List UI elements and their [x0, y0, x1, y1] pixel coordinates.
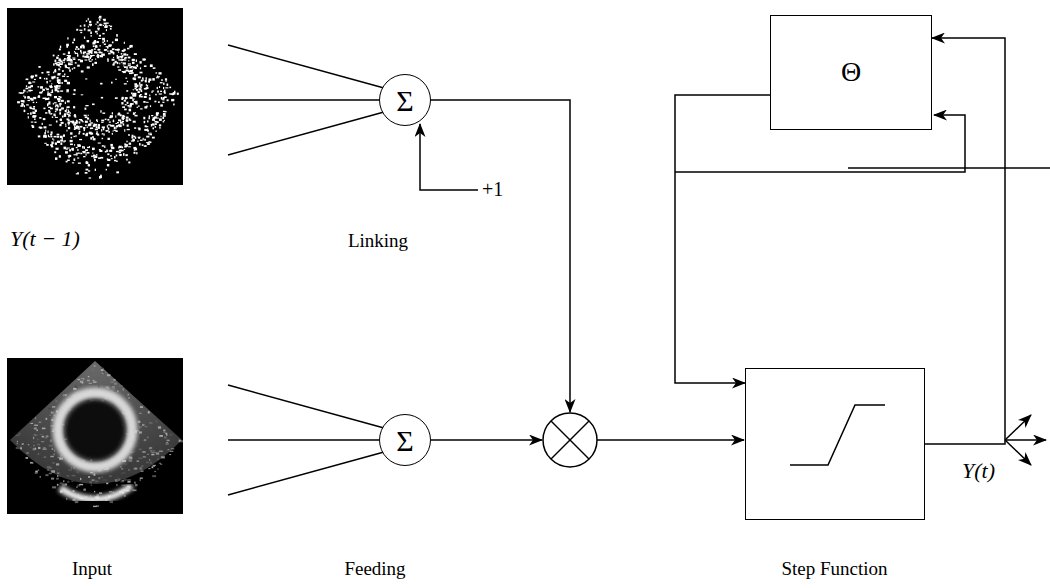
- threshold-box: Θ: [770, 15, 932, 130]
- bias-wire: [420, 124, 478, 190]
- product-wire: [597, 439, 744, 441]
- box-heading: Step Function: [781, 559, 887, 580]
- bias-value: +1: [482, 178, 503, 201]
- step-curve: [790, 405, 885, 465]
- feeding-wire: [431, 439, 542, 441]
- image-label: Input: [72, 558, 112, 580]
- output-image: [7, 8, 183, 185]
- multiplier-symbol: [543, 413, 597, 467]
- linking-wire: [431, 100, 570, 412]
- symbol-text: Θ: [841, 57, 861, 88]
- summation-node: Σ: [379, 74, 431, 126]
- feeding-inputs: [228, 385, 384, 495]
- linking-inputs: [228, 45, 384, 155]
- symbol-text: Σ: [396, 424, 413, 457]
- step-function-box: Step Function: [745, 368, 925, 520]
- summation-node: Σ: [379, 414, 431, 466]
- stage-label: Feeding: [344, 558, 405, 580]
- side-wire: [848, 167, 1050, 169]
- threshold-feedback: [675, 115, 965, 172]
- ultrasound-image: [7, 358, 183, 514]
- signal-connector: [675, 95, 770, 383]
- stage-label: Linking: [348, 230, 408, 252]
- signal-name: Y(t): [962, 458, 995, 483]
- output-branches: [1005, 415, 1046, 465]
- signal-connector: [925, 38, 1005, 444]
- signal-name: Y(t − 1): [10, 226, 80, 251]
- symbol-text: Σ: [396, 84, 413, 117]
